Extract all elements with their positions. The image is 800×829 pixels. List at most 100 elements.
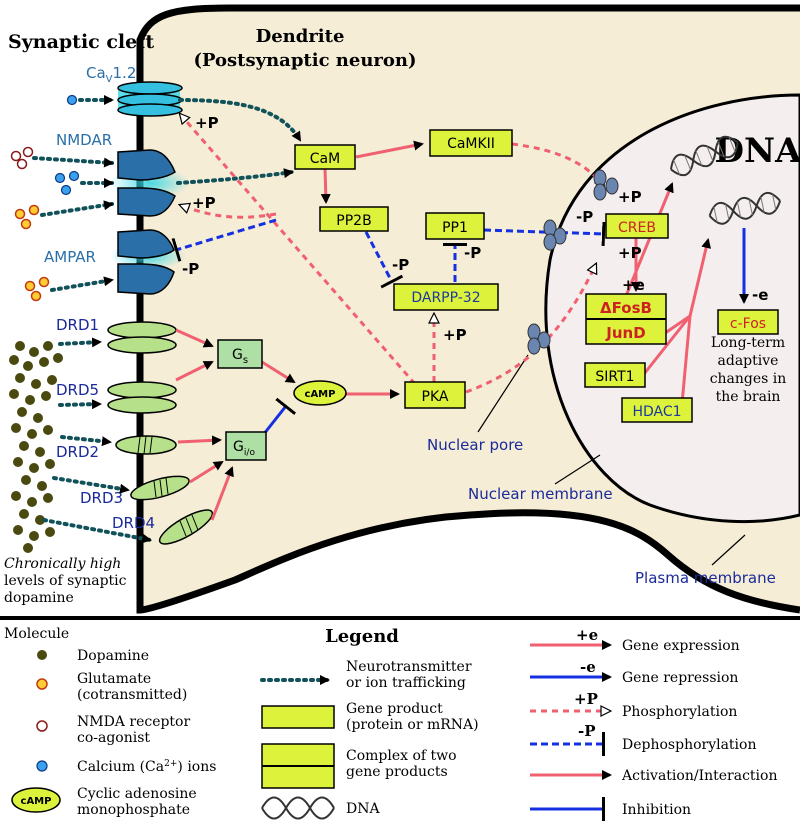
legend-nmda-2: co-agonist — [77, 730, 150, 746]
mark-pp1-minus-p: -P — [464, 244, 481, 262]
svg-text:DARPP-32: DARPP-32 — [411, 290, 480, 306]
node-cam: CaM — [294, 144, 356, 170]
svg-text:PP1: PP1 — [442, 220, 468, 236]
dopamine-molecule — [13, 525, 23, 535]
activation-edges — [175, 140, 712, 521]
legend-phos: Phosphorylation — [622, 704, 737, 720]
mark-creb-minus-p: -P — [576, 208, 593, 226]
legend-act: Activation/Interaction — [621, 768, 777, 784]
dopamine-molecule — [43, 425, 53, 435]
dopamine-molecule — [17, 407, 27, 417]
dopamine-molecule — [13, 457, 23, 467]
dopamine-note-line2: levels of synaptic — [4, 573, 127, 589]
legend-camp-1: Cyclic adenosine — [77, 786, 197, 802]
mark-darpp-plus-p: +P — [443, 326, 467, 344]
legend-camp-swatch — [11, 787, 61, 813]
nuclear-membrane-label: Nuclear membrane — [468, 485, 613, 503]
dopamine-molecule — [29, 463, 39, 473]
dopamine-molecule — [19, 509, 29, 519]
svg-text:Gs: Gs — [232, 347, 248, 366]
svg-text:ΔFosB: ΔFosB — [600, 299, 652, 317]
node-hdac1: HDAC1 — [621, 397, 693, 423]
nuclear-membrane-pointer — [554, 454, 601, 485]
legend-glutamate-2: (cotransmitted) — [77, 687, 187, 703]
plasma-membrane — [136, 4, 800, 614]
mark-darpp-minus-p: -P — [392, 256, 409, 274]
mark-cav-plus-p: +P — [195, 114, 219, 132]
node-pp1: PP1 — [425, 212, 485, 240]
legend-glutamate-1: Glutamate — [77, 671, 151, 687]
svg-text:HDAC1: HDAC1 — [632, 404, 681, 420]
legend-cx-1: Complex of two — [346, 748, 457, 764]
dopamine-molecule — [15, 373, 25, 383]
svg-text:Gi/o: Gi/o — [233, 439, 255, 458]
legend-camp-swatch-label: cAMP — [21, 796, 52, 807]
node-pp2b: PP2B — [319, 206, 389, 232]
legend-expr-mark: +e — [576, 626, 598, 644]
drd1-receptor — [107, 321, 177, 354]
adaptive-line2: adaptive — [718, 353, 779, 369]
node-gio: Gi/o — [225, 431, 267, 461]
drd3-label: DRD3 — [80, 489, 123, 507]
dna-helix-1 — [670, 135, 739, 177]
adaptive-line1: Long-term — [711, 335, 785, 351]
drd4-receptor — [158, 509, 214, 545]
legend: Legend Molecule Dopamine Glutamate (cotr… — [4, 626, 777, 821]
node-gs: Gs — [217, 339, 263, 369]
node-darpp32: DARPP-32 — [393, 283, 499, 311]
dopamine-molecule — [23, 543, 33, 553]
ampar-label: AMPAR — [44, 248, 96, 266]
dopamine-molecule — [29, 531, 39, 541]
dopamine-molecule — [43, 341, 53, 351]
node-pka: PKA — [404, 381, 466, 409]
mark-dfosb-plus-e: +e — [622, 276, 645, 294]
legend-calcium-swatch — [36, 760, 48, 772]
calcium-ion — [66, 94, 78, 106]
glutamate-cluster-2 — [24, 276, 50, 302]
dopamine-note-line1: Chronically high — [4, 556, 121, 572]
dopamine-molecule — [31, 379, 41, 389]
node-camkii: CaMKII — [429, 129, 513, 157]
node-sirt1: SIRT1 — [584, 362, 646, 388]
adaptive-line3: changes in — [710, 371, 787, 387]
legend-gp-2: (protein or mRNA) — [346, 717, 479, 733]
legend-repr-mark: -e — [580, 658, 596, 676]
legend-nmda-swatch — [36, 720, 48, 732]
nuclear-pore-1 — [593, 169, 619, 201]
dendrite-label: Dendrite — [256, 26, 345, 47]
svg-text:JunD: JunD — [605, 324, 645, 342]
dopamine-molecule — [29, 347, 39, 357]
node-creb: CREB — [605, 213, 669, 239]
drd3-receptor — [130, 475, 190, 501]
dopamine-molecule — [45, 459, 55, 469]
nuclear-pore-pointer — [477, 354, 529, 433]
svg-text:CaMKII: CaMKII — [447, 136, 495, 152]
dopamine-molecule — [35, 515, 45, 525]
dopamine-molecule — [23, 361, 33, 371]
mark-cfos-minus-e: -e — [752, 286, 768, 304]
drd2-label: DRD2 — [56, 443, 99, 461]
plasma-membrane-pointer — [711, 534, 746, 566]
legend-expr: Gene expression — [622, 638, 740, 654]
cav12-channel — [114, 81, 186, 117]
legend-dopamine-swatch — [37, 650, 47, 660]
dopamine-molecule — [39, 357, 49, 367]
svg-text:CREB: CREB — [618, 220, 656, 236]
dopamine-molecule — [11, 491, 21, 501]
dopamine-note-line3: dopamine — [4, 590, 74, 606]
svg-text:PP2B: PP2B — [336, 213, 371, 229]
legend-title: Legend — [325, 626, 399, 647]
legend-dna-swatch — [261, 796, 335, 820]
dopamine-molecule — [35, 447, 45, 457]
mark-creb-plus-p-top: +P — [618, 188, 642, 206]
dopamine-molecule — [11, 423, 21, 433]
dopamine-molecule — [33, 413, 43, 423]
svg-text:SIRT1: SIRT1 — [595, 369, 634, 385]
mark-creb-plus-p-bottom: +P — [618, 244, 642, 262]
phosphorylation-edges — [180, 114, 606, 394]
dopamine-molecule — [53, 353, 63, 363]
dopamine-molecule — [21, 475, 31, 485]
postsynaptic-label: (Postsynaptic neuron) — [193, 50, 416, 71]
legend-gp-1: Gene product — [346, 701, 443, 717]
